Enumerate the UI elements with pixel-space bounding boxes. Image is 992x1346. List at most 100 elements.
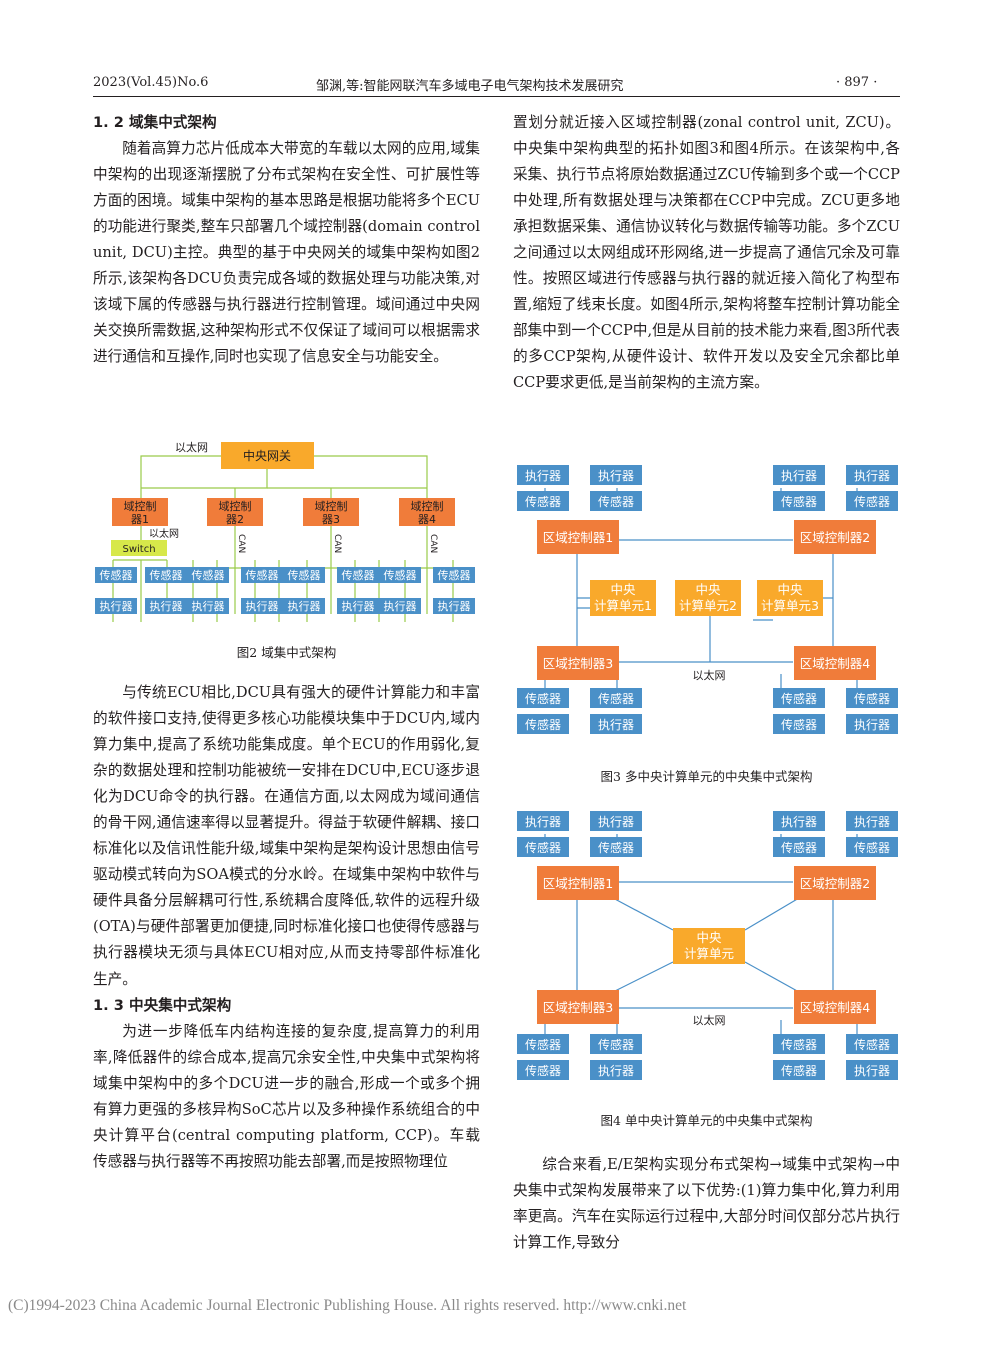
ethernet-label: 以太网 — [693, 1014, 726, 1027]
page-number: · 897 · — [836, 75, 878, 90]
svg-text:执行器: 执行器 — [854, 815, 890, 829]
svg-text:区域控制器4: 区域控制器4 — [800, 1000, 871, 1015]
dcu-1-box: 域控制 器1 — [112, 498, 168, 526]
figure-3-diagram: 执行器 执行器 传感器 传感器 执行器 执行器 传感器 传感器 传感器 传感器 … — [517, 465, 898, 734]
svg-text:传感器: 传感器 — [384, 569, 417, 582]
svg-text:传感器: 传感器 — [246, 569, 279, 582]
svg-text:器3: 器3 — [322, 513, 340, 526]
svg-text:传感器: 传感器 — [598, 691, 634, 706]
figure-4-diagram: 执行器 执行器 传感器 传感器 执行器 执行器 传感器 传感器 传感器 传感器 … — [517, 811, 898, 1080]
svg-text:传感器: 传感器 — [598, 840, 634, 855]
actuator-box: 执行器 — [590, 714, 642, 734]
sensor-box: 传感器 — [773, 837, 825, 857]
svg-text:区域控制器1: 区域控制器1 — [543, 876, 613, 891]
svg-text:传感器: 传感器 — [781, 691, 817, 706]
svg-text:区域控制器3: 区域控制器3 — [543, 1000, 613, 1015]
switch-label: Switch — [122, 544, 155, 555]
copyright-footer: (C)1994-2023 China Academic Journal Elec… — [8, 1297, 687, 1314]
sensor-box: 传感器 — [773, 1034, 825, 1054]
sensor-box: 传感器 — [517, 688, 569, 708]
svg-text:执行器: 执行器 — [525, 815, 561, 829]
svg-text:传感器: 传感器 — [781, 494, 817, 509]
actuator-box: 执行器 — [517, 465, 569, 485]
section-heading-1-2: 1. 2 域集中式架构 — [93, 114, 217, 131]
svg-text:传感器: 传感器 — [854, 494, 890, 509]
svg-text:传感器: 传感器 — [525, 840, 561, 855]
sensor-box: 传感器 — [846, 688, 898, 708]
header-rule — [93, 96, 900, 97]
svg-text:区域控制器4: 区域控制器4 — [800, 656, 871, 671]
svg-text:传感器: 传感器 — [525, 717, 561, 732]
svg-text:域控制: 域控制 — [124, 499, 157, 513]
paragraph: 综合来看,E/E架构实现分布式架构→域集中式架构→中央集中式架构发展带来了以下优… — [513, 1156, 900, 1252]
actuator-box: 执行器 — [590, 811, 642, 831]
paragraph: 置划分就近接入区域控制器(zonal control unit, ZCU)。中央… — [513, 114, 900, 392]
actuator-box: 执行器 — [773, 465, 825, 485]
sensor-box: 传感器 — [517, 1034, 569, 1054]
paragraph: 随着高算力芯片低成本大带宽的车载以太网的应用,域集中架构的出现逐渐摆脱了分布式架… — [93, 140, 480, 366]
figure-3-caption: 图3 多中央计算单元的中央集中式架构 — [600, 769, 813, 784]
actuator-box: 执行器 — [846, 465, 898, 485]
zcu-2-box: 区域控制器2 — [794, 866, 876, 900]
svg-text:传感器: 传感器 — [192, 569, 225, 582]
svg-text:计算单元1: 计算单元1 — [594, 598, 652, 613]
svg-text:域控制: 域控制 — [411, 499, 444, 513]
svg-text:传感器: 传感器 — [100, 569, 133, 582]
sensor-box: 传感器 — [846, 1034, 898, 1054]
svg-text:传感器: 传感器 — [598, 1037, 634, 1052]
svg-text:传感器: 传感器 — [525, 1063, 561, 1078]
actuator-row: 执行器 执行器 执行器 执行器 执行器 执行器 执行器 执行器 — [95, 598, 475, 614]
svg-text:传感器: 传感器 — [150, 569, 183, 582]
svg-text:中央: 中央 — [777, 582, 803, 597]
svg-text:执行器: 执行器 — [150, 599, 183, 613]
svg-text:执行器: 执行器 — [246, 599, 279, 613]
sensor-box: 传感器 — [517, 837, 569, 857]
sensor-box: 传感器 — [773, 714, 825, 734]
svg-text:传感器: 传感器 — [342, 569, 375, 582]
sensor-row: 传感器 传感器 传感器 传感器 传感器 传感器 传感器 传感器 — [95, 567, 475, 583]
svg-text:中央: 中央 — [610, 582, 636, 597]
sensor-box: 传感器 — [590, 837, 642, 857]
actuator-box: 执行器 — [517, 811, 569, 831]
svg-text:执行器: 执行器 — [854, 718, 890, 732]
sensor-box: 传感器 — [846, 491, 898, 511]
svg-text:传感器: 传感器 — [598, 494, 634, 509]
left-column-lower: 与传统ECU相比,DCU具有强大的硬件计算能力和丰富的软件接口支持,使得更多核心… — [93, 680, 480, 1175]
sensor-box: 传感器 — [846, 837, 898, 857]
sensor-box: 传感器 — [590, 688, 642, 708]
journal-issue: 2023(Vol.45)No.6 — [93, 75, 209, 90]
svg-text:计算单元3: 计算单元3 — [761, 598, 819, 613]
svg-text:执行器: 执行器 — [192, 599, 225, 613]
ethernet-label: 以太网 — [175, 441, 208, 454]
svg-text:执行器: 执行器 — [288, 599, 321, 613]
svg-text:区域控制器1: 区域控制器1 — [543, 530, 613, 545]
sensor-box: 传感器 — [517, 491, 569, 511]
switch-box — [111, 540, 167, 556]
actuator-box: 执行器 — [590, 1060, 642, 1080]
svg-text:传感器: 传感器 — [781, 1037, 817, 1052]
actuator-box: 执行器 — [773, 811, 825, 831]
zcu-3-box: 区域控制器3 — [537, 990, 619, 1024]
svg-text:执行器: 执行器 — [598, 1064, 634, 1078]
svg-text:传感器: 传感器 — [781, 840, 817, 855]
sensor-box: 传感器 — [773, 491, 825, 511]
can-label: CAN — [332, 534, 342, 553]
ethernet-label: 以太网 — [693, 669, 726, 682]
running-title: 邹渊,等:智能网联汽车多域电子电气架构技术发展研究 — [316, 79, 624, 94]
dcu-4-box: 域控制 器4 — [399, 498, 455, 526]
section-heading-1-3: 1. 3 中央集中式架构 — [93, 996, 232, 1014]
paragraph: 为进一步降低车内结构连接的复杂度,提高算力的利用率,降低器件的综合成本,提高冗余… — [93, 1022, 480, 1170]
svg-text:传感器: 传感器 — [438, 569, 471, 582]
zcu-4-box: 区域控制器4 — [794, 990, 876, 1024]
svg-text:传感器: 传感器 — [854, 691, 890, 706]
svg-text:传感器: 传感器 — [525, 1037, 561, 1052]
svg-text:传感器: 传感器 — [525, 691, 561, 706]
svg-text:中央: 中央 — [696, 930, 722, 945]
figure-4-caption: 图4 单中央计算单元的中央集中式架构 — [600, 1113, 813, 1128]
svg-text:域控制: 域控制 — [315, 499, 348, 513]
actuator-box: 执行器 — [590, 465, 642, 485]
sensor-box: 传感器 — [773, 688, 825, 708]
svg-text:执行器: 执行器 — [598, 718, 634, 732]
